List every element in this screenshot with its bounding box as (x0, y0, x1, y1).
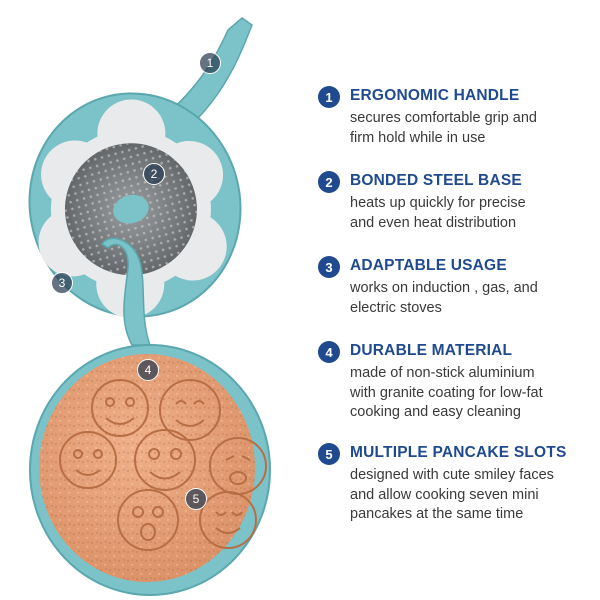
feature-line: and allow cooking seven mini (350, 486, 539, 503)
feature-line: secures comfortable grip and (350, 110, 537, 126)
pan-illustration (28, 17, 271, 596)
smiley-face-icon (117, 489, 179, 551)
smiley-face-icon (159, 379, 221, 441)
feature-description: made of non-stick aluminium with granite… (350, 364, 595, 423)
smiley-wells (59, 379, 267, 551)
feature-line: cooking and easy cleaning (350, 404, 521, 420)
feature-line: heats up quickly for precise (350, 195, 526, 211)
feature-description: designed with cute smiley faces and allo… (350, 466, 595, 525)
smiley-face-icon (59, 431, 117, 489)
feature-title: DURABLE MATERIAL (350, 342, 513, 359)
feature-line: firm hold while in use (350, 129, 486, 146)
feature-line: designed with cute smiley faces (350, 467, 554, 483)
feature-number-badge: 3 (318, 256, 340, 278)
feature-number-badge: 4 (318, 341, 340, 363)
feature-number-badge: 2 (318, 171, 340, 193)
callout-3: 3 (51, 272, 73, 294)
feature-title: ADAPTABLE USAGE (350, 257, 507, 274)
smiley-face-icon (91, 379, 149, 437)
feature-title: ERGONOMIC HANDLE (350, 87, 520, 104)
feature-title: MULTIPLE PANCAKE SLOTS (350, 444, 567, 461)
feature-title: BONDED STEEL BASE (350, 172, 522, 189)
feature-line: made of non-stick aluminium (350, 365, 535, 381)
feature-description: works on induction , gas, and electric s… (350, 279, 595, 318)
feature-line: pancakes at the same time (350, 506, 524, 522)
callout-1: 1 (199, 52, 221, 74)
feature-line: with granite coating for low-fat (350, 384, 543, 401)
feature-line: and even heat distribution (350, 214, 517, 231)
callout-2: 2 (143, 163, 165, 185)
feature-number-badge: 5 (318, 443, 340, 465)
feature-line: works on induction , gas, and (350, 280, 538, 296)
front-pan (29, 237, 271, 596)
feature-line: electric stoves (350, 299, 442, 316)
callout-5: 5 (185, 488, 207, 510)
feature-number-badge: 1 (318, 86, 340, 108)
feature-description: secures comfortable grip and firm hold w… (350, 109, 595, 148)
smiley-face-icon (199, 491, 257, 549)
feature-description: heats up quickly for precise and even he… (350, 194, 595, 233)
smiley-face-icon (134, 429, 196, 491)
callout-4: 4 (137, 359, 159, 381)
